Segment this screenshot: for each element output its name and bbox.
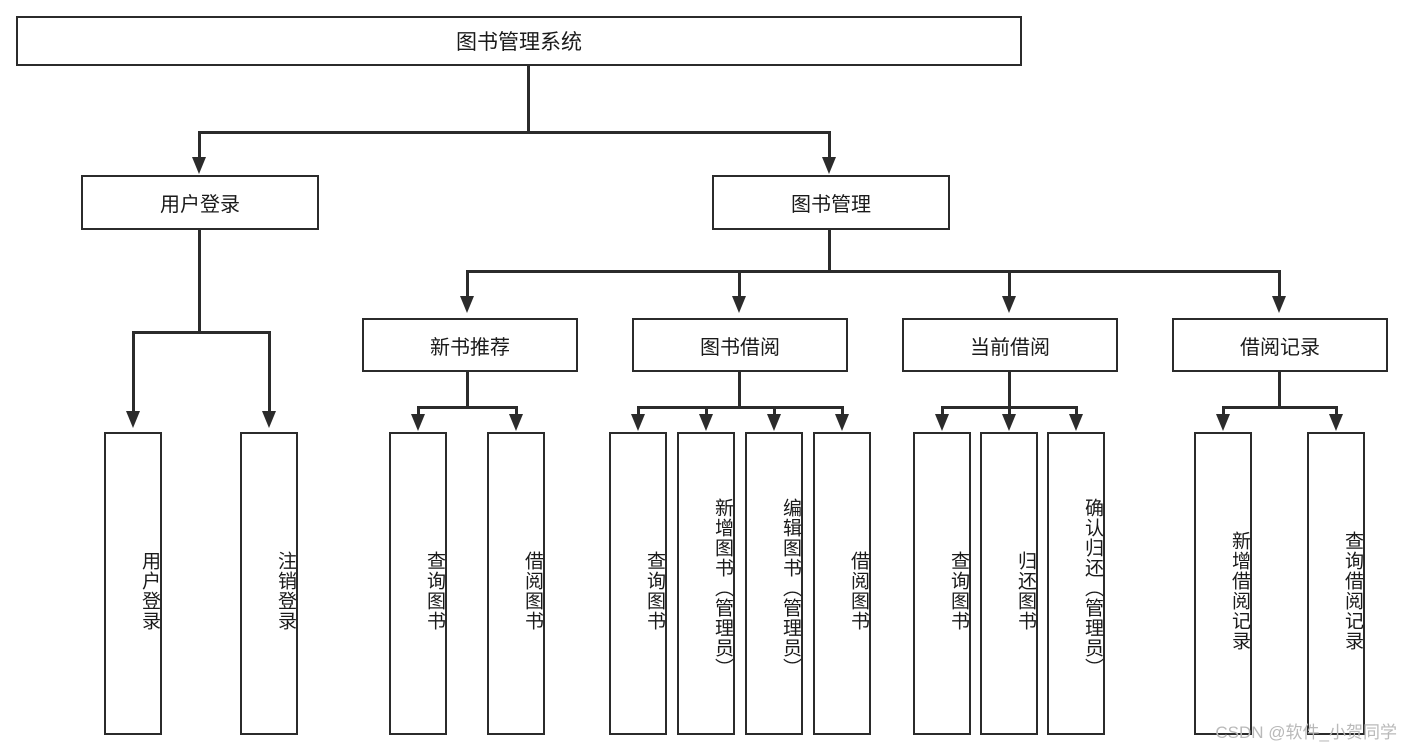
connector-root-stem (527, 66, 530, 133)
connector-bb-to-leaf-1 (637, 406, 640, 416)
arrowhead-bb-to-leaf-3 (767, 414, 781, 431)
node-user-login[interactable]: 用户登录 (81, 175, 319, 230)
connector-root-to-book-management (828, 131, 831, 159)
connector-bm-to-current-borrow (1008, 270, 1011, 298)
arrowhead-bb-to-leaf-2 (699, 414, 713, 431)
connector-cb-to-leaf-1 (941, 406, 944, 416)
arrowhead-bm-to-new-book (460, 296, 474, 313)
connector-root-bus (198, 131, 830, 134)
connector-book-borrow-stem (738, 372, 741, 409)
arrowhead-new-book-to-leaf-2 (509, 414, 523, 431)
arrowhead-bm-to-borrow-record (1272, 296, 1286, 313)
node-label: 图书管理系统 (456, 31, 582, 54)
arrowhead-new-book-to-leaf-1 (411, 414, 425, 431)
leaf-edit-book-admin[interactable]: 编辑图书（管理员） (745, 432, 803, 735)
connector-cb-to-leaf-2 (1008, 406, 1011, 416)
connector-book-management-stem (828, 230, 831, 272)
leaf-logout-login[interactable]: 注销登录 (240, 432, 298, 735)
node-label: 图书管理 (791, 194, 871, 216)
node-label: 图书借阅 (700, 336, 780, 359)
connector-borrow-record-stem (1278, 372, 1281, 409)
node-label: 用户登录 (139, 550, 160, 631)
node-borrow-record[interactable]: 借阅记录 (1172, 318, 1388, 372)
node-current-borrow[interactable]: 当前借阅 (902, 318, 1118, 372)
node-label: 确认归还（管理员） (1082, 497, 1103, 678)
arrowhead-cb-to-leaf-2 (1002, 414, 1016, 431)
arrowhead-br-to-leaf-1 (1216, 414, 1230, 431)
node-label: 用户登录 (160, 194, 240, 216)
connector-bb-to-leaf-2 (705, 406, 708, 416)
leaf-user-login[interactable]: 用户登录 (104, 432, 162, 735)
leaf-borrow-book-new-book[interactable]: 借阅图书 (487, 432, 545, 735)
node-label: 借阅记录 (1240, 336, 1320, 359)
connector-bm-to-book-borrow (738, 270, 741, 298)
arrowhead-root-to-book-management (822, 157, 836, 174)
connector-root-to-user-login (198, 131, 201, 159)
leaf-query-book-current[interactable]: 查询图书 (913, 432, 971, 735)
leaf-query-borrow-record[interactable]: 查询借阅记录 (1307, 432, 1365, 735)
node-new-book-recommend[interactable]: 新书推荐 (362, 318, 578, 372)
connector-new-book-to-leaf-1 (417, 406, 420, 416)
arrowhead-user-login-to-leaf-1 (126, 411, 140, 428)
connector-book-borrow-bus (637, 406, 841, 409)
connector-cb-to-leaf-3 (1075, 406, 1078, 416)
connector-br-to-leaf-2 (1335, 406, 1338, 416)
node-label: 当前借阅 (970, 336, 1050, 359)
node-label: 新增图书（管理员） (712, 497, 733, 678)
connector-bb-to-leaf-4 (841, 406, 844, 416)
arrowhead-bb-to-leaf-1 (631, 414, 645, 431)
node-root-book-management-system[interactable]: 图书管理系统 (16, 16, 1022, 66)
node-label: 新增借阅记录 (1229, 530, 1250, 651)
node-label: 归还图书 (1015, 550, 1036, 631)
connector-borrow-record-bus (1222, 406, 1335, 409)
arrowhead-bb-to-leaf-4 (835, 414, 849, 431)
node-label: 查询图书 (424, 550, 445, 631)
node-label: 注销登录 (275, 550, 296, 631)
connector-br-to-leaf-1 (1222, 406, 1225, 416)
leaf-return-book[interactable]: 归还图书 (980, 432, 1038, 735)
connector-new-book-bus (417, 406, 515, 409)
arrowhead-br-to-leaf-2 (1329, 414, 1343, 431)
node-label: 查询借阅记录 (1342, 530, 1363, 651)
node-label: 借阅图书 (522, 550, 543, 631)
leaf-query-book-borrow[interactable]: 查询图书 (609, 432, 667, 735)
leaf-confirm-return-admin[interactable]: 确认归还（管理员） (1047, 432, 1105, 735)
node-label: 查询图书 (644, 550, 665, 631)
arrowhead-bm-to-book-borrow (732, 296, 746, 313)
arrowhead-bm-to-current-borrow (1002, 296, 1016, 313)
connector-current-borrow-stem (1008, 372, 1011, 409)
leaf-borrow-book[interactable]: 借阅图书 (813, 432, 871, 735)
arrowhead-root-to-user-login (192, 157, 206, 174)
arrowhead-user-login-to-leaf-2 (262, 411, 276, 428)
connector-book-management-bus (466, 270, 1278, 273)
leaf-add-book-admin[interactable]: 新增图书（管理员） (677, 432, 735, 735)
connector-user-login-bus (132, 331, 268, 334)
node-label: 查询图书 (948, 550, 969, 631)
leaf-query-book-new-book[interactable]: 查询图书 (389, 432, 447, 735)
arrowhead-cb-to-leaf-1 (935, 414, 949, 431)
connector-user-login-stem (198, 230, 201, 333)
connector-user-login-to-leaf-2 (268, 331, 271, 413)
node-label: 新书推荐 (430, 336, 510, 359)
node-book-management[interactable]: 图书管理 (712, 175, 950, 230)
node-book-borrow[interactable]: 图书借阅 (632, 318, 848, 372)
connector-bm-to-new-book (466, 270, 469, 298)
connector-new-book-stem (466, 372, 469, 409)
leaf-add-borrow-record[interactable]: 新增借阅记录 (1194, 432, 1252, 735)
node-label: 借阅图书 (848, 550, 869, 631)
connector-bm-to-borrow-record (1278, 270, 1281, 298)
connector-user-login-to-leaf-1 (132, 331, 135, 413)
arrowhead-cb-to-leaf-3 (1069, 414, 1083, 431)
node-label: 编辑图书（管理员） (780, 497, 801, 678)
connector-bb-to-leaf-3 (773, 406, 776, 416)
connector-new-book-to-leaf-2 (515, 406, 518, 416)
